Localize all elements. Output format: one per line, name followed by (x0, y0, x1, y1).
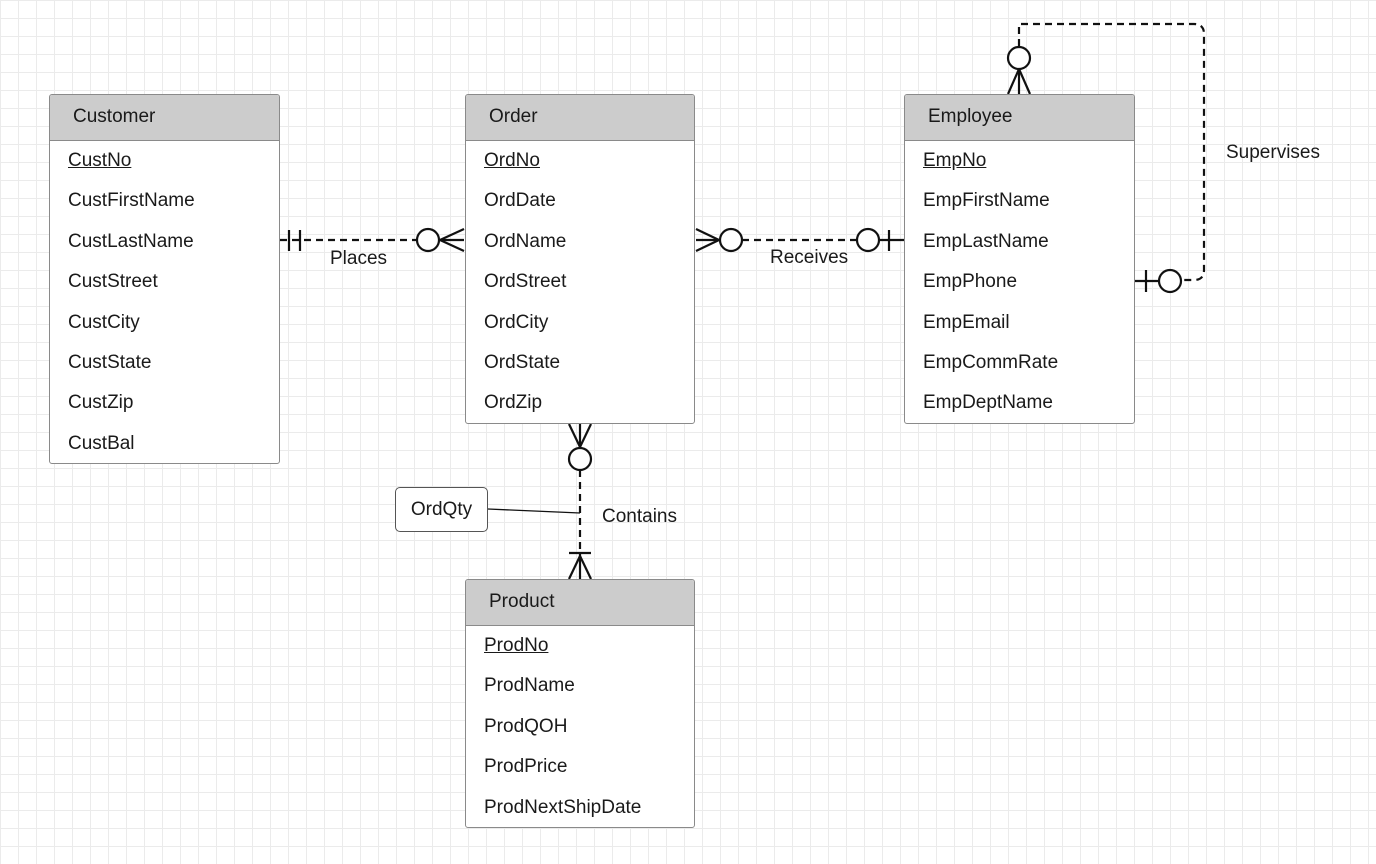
attribute: EmpLastName (923, 230, 1049, 252)
attribute: EmpFirstName (923, 190, 1050, 212)
attribute: EmpPhone (923, 271, 1018, 293)
entity-title: Employee (905, 95, 1134, 141)
contains-connector[interactable] (567, 423, 593, 580)
places-connector[interactable] (280, 227, 465, 253)
attribute: CustZip (68, 392, 134, 414)
attribute: CustLastName (68, 230, 194, 252)
ordqty-link (487, 508, 581, 514)
attribute-list: OrdNo OrdDate OrdName OrdStreet OrdCity … (466, 141, 694, 423)
supervises-connector[interactable] (1006, 22, 1206, 294)
attribute: OrdStreet (484, 271, 567, 293)
attribute: ProdQOH (484, 715, 568, 737)
entity-customer[interactable]: Customer CustNo CustFirstName CustLastNa… (49, 94, 280, 464)
attribute: CustState (68, 351, 152, 373)
entity-employee[interactable]: Employee EmpNo EmpFirstName EmpLastName … (904, 94, 1135, 424)
primary-key-attribute: EmpNo (923, 150, 987, 171)
receives-connector[interactable] (695, 227, 904, 253)
relationship-label-places[interactable]: Places (330, 248, 388, 269)
relationship-label-supervises[interactable]: Supervises (1226, 142, 1320, 163)
entity-title: Product (466, 580, 694, 626)
primary-key-attribute: CustNo (68, 150, 132, 171)
attribute: EmpEmail (923, 311, 1010, 333)
attribute: CustBal (68, 432, 135, 454)
entity-order[interactable]: Order OrdNo OrdDate OrdName OrdStreet Or… (465, 94, 695, 424)
primary-key-attribute: ProdNo (484, 635, 549, 656)
attribute: OrdName (484, 230, 567, 252)
attribute: CustCity (68, 311, 140, 333)
attribute-list: EmpNo EmpFirstName EmpLastName EmpPhone … (905, 141, 1134, 423)
attribute: EmpCommRate (923, 351, 1059, 373)
entity-product[interactable]: Product ProdNo ProdName ProdQOH ProdPric… (465, 579, 695, 828)
entity-title: Order (466, 95, 694, 141)
attribute: CustStreet (68, 271, 158, 293)
attribute: EmpDeptName (923, 392, 1053, 414)
attribute: OrdCity (484, 311, 549, 333)
attribute-list: CustNo CustFirstName CustLastName CustSt… (50, 141, 279, 463)
relationship-attribute-ordqty[interactable]: OrdQty (395, 487, 488, 532)
attribute: OrdZip (484, 392, 543, 414)
attribute: ProdPrice (484, 756, 568, 778)
entity-title: Customer (50, 95, 279, 141)
attribute: OrdDate (484, 190, 556, 212)
attribute: CustFirstName (68, 190, 195, 212)
primary-key-attribute: OrdNo (484, 150, 540, 171)
attribute: ProdName (484, 675, 575, 697)
relationship-label-contains[interactable]: Contains (602, 506, 677, 527)
relationship-label-receives[interactable]: Receives (770, 247, 849, 268)
attribute: ProdNextShipDate (484, 796, 642, 818)
attribute: OrdState (484, 351, 561, 373)
attribute-list: ProdNo ProdName ProdQOH ProdPrice ProdNe… (466, 626, 694, 827)
